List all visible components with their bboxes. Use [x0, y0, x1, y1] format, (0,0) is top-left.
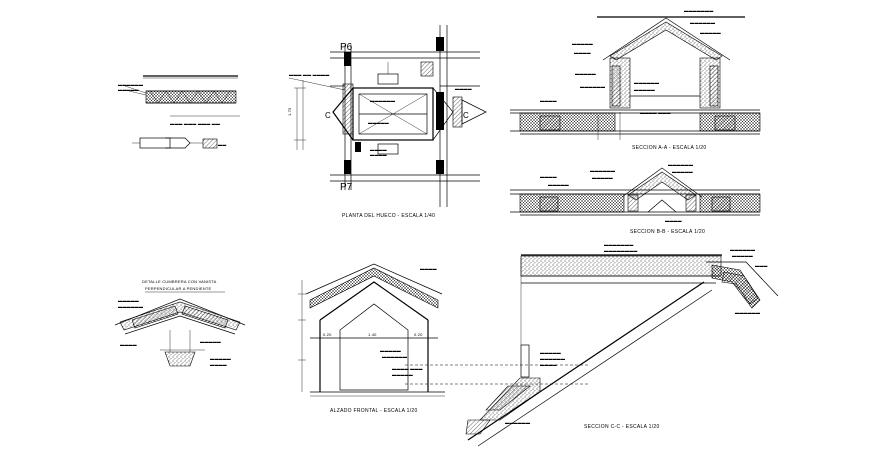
svg-text:▬▬▬▬▬: ▬▬▬▬▬: [575, 71, 596, 76]
svg-text:▬▬▬ ▬▬▬ ▬▬▬ ▬▬: ▬▬▬ ▬▬▬ ▬▬▬ ▬▬: [170, 121, 220, 126]
svg-text:▬▬▬▬▬▬: ▬▬▬▬▬▬: [730, 247, 755, 252]
svg-text:▬▬▬▬▬▬: ▬▬▬▬▬▬: [590, 168, 615, 173]
svg-text:▬▬▬▬▬▬: ▬▬▬▬▬▬: [634, 80, 659, 85]
plan-view: P6 P7 ▬▬▬ ▬▬ ▬▬▬▬ ▬▬▬▬▬▬ ▬▬▬▬▬ ▬▬▬▬ ▬▬▬▬: [287, 25, 487, 219]
svg-text:▬▬▬▬▬: ▬▬▬▬▬: [572, 41, 593, 46]
section-mark-c-left: C: [325, 111, 331, 120]
detail-title-2: PERPENDICULAR A PENDIENTE: [145, 286, 211, 291]
elevation-title: ALZADO FRONTAL - ESCALA 1/20: [330, 408, 418, 414]
svg-text:▬▬▬▬▬: ▬▬▬▬▬: [392, 372, 413, 377]
svg-text:▬▬▬▬ ▬▬▬: ▬▬▬▬ ▬▬▬: [640, 110, 671, 115]
svg-text:▬▬▬▬: ▬▬▬▬: [370, 147, 387, 152]
section-bb-title: SECCION B-B - ESCALA 1/20: [630, 229, 705, 235]
svg-text:▬▬▬▬▬: ▬▬▬▬▬: [732, 253, 753, 258]
svg-text:▬▬▬▬▬: ▬▬▬▬▬: [672, 169, 693, 174]
svg-text:▬▬▬▬: ▬▬▬▬: [665, 218, 682, 223]
section-aa: ▬▬▬▬▬ ▬▬▬▬ ▬▬▬▬▬ ▬▬▬▬▬▬ ▬▬▬▬ ▬▬▬▬▬▬ ▬▬▬▬…: [510, 8, 761, 151]
svg-text:▬▬▬▬▬▬: ▬▬▬▬▬▬: [505, 420, 530, 425]
plan-dimension: 1.75: [287, 107, 292, 116]
svg-text:▬▬▬▬: ▬▬▬▬: [210, 362, 227, 367]
svg-text:▬▬▬▬: ▬▬▬▬: [120, 342, 137, 347]
svg-text:▬▬▬▬▬: ▬▬▬▬▬: [700, 30, 721, 35]
plan-title: PLANTA DEL HUECO - ESCALA 1/40: [342, 213, 435, 219]
svg-text:▬▬: ▬▬: [218, 142, 226, 147]
svg-text:▬▬▬▬▬▬: ▬▬▬▬▬▬: [540, 356, 565, 361]
svg-text:▬▬▬▬▬▬▬▬: ▬▬▬▬▬▬▬▬: [604, 248, 638, 253]
svg-text:▬▬▬▬▬▬: ▬▬▬▬▬▬: [690, 20, 715, 25]
svg-text:▬▬▬▬▬▬: ▬▬▬▬▬▬: [668, 162, 693, 167]
svg-text:▬▬▬▬▬: ▬▬▬▬▬: [200, 339, 221, 344]
svg-text:▬▬▬▬: ▬▬▬▬: [574, 50, 591, 55]
detail-title-1: DETALLE CUMBRERA CON VANISTA: [142, 279, 217, 284]
section-cc-title: SECCION C-C - ESCALA 1/20: [584, 424, 660, 430]
section-mark-c-right: C: [463, 111, 469, 120]
svg-text:▬▬▬▬: ▬▬▬▬: [540, 362, 557, 367]
svg-text:▬▬▬▬▬: ▬▬▬▬▬: [118, 298, 139, 303]
svg-text:▬▬▬▬▬▬: ▬▬▬▬▬▬: [118, 82, 143, 87]
svg-text:▬▬▬▬: ▬▬▬▬: [370, 152, 387, 157]
elev-width-left: 0.20: [323, 332, 332, 337]
front-elevation: 0.20 1.40 0.20 ▬▬▬▬▬ ▬▬▬▬▬▬ ▬▬▬▬ ▬▬▬ ▬▬▬…: [298, 263, 520, 414]
svg-text:▬▬▬▬ ▬▬▬: ▬▬▬▬ ▬▬▬: [392, 366, 423, 371]
svg-text:▬▬▬▬▬: ▬▬▬▬▬: [592, 175, 613, 180]
svg-text:▬▬▬▬▬: ▬▬▬▬▬: [210, 356, 231, 361]
svg-text:▬▬▬▬: ▬▬▬▬: [540, 174, 557, 179]
svg-text:▬▬▬▬: ▬▬▬▬: [455, 86, 472, 91]
svg-text:▬▬▬▬▬▬: ▬▬▬▬▬▬: [370, 98, 395, 103]
grid-label-p7: P7: [340, 182, 353, 193]
svg-text:▬▬▬▬▬▬: ▬▬▬▬▬▬: [382, 354, 407, 359]
svg-text:▬▬▬▬▬▬: ▬▬▬▬▬▬: [118, 304, 143, 309]
svg-text:▬▬▬▬▬: ▬▬▬▬▬: [634, 87, 655, 92]
svg-text:▬▬▬▬: ▬▬▬▬: [420, 266, 437, 271]
svg-text:▬▬▬▬▬: ▬▬▬▬▬: [118, 87, 139, 92]
svg-text:▬▬▬▬▬: ▬▬▬▬▬: [548, 182, 569, 187]
svg-text:▬▬▬▬▬: ▬▬▬▬▬: [380, 348, 401, 353]
elev-width: 1.40: [368, 332, 377, 337]
svg-text:▬▬▬ ▬▬ ▬▬▬▬: ▬▬▬ ▬▬ ▬▬▬▬: [289, 72, 329, 77]
svg-text:▬▬▬▬▬: ▬▬▬▬▬: [540, 350, 561, 355]
svg-text:▬▬▬▬▬▬▬: ▬▬▬▬▬▬▬: [604, 242, 633, 247]
svg-text:▬▬▬▬▬: ▬▬▬▬▬: [368, 120, 389, 125]
svg-text:▬▬▬▬▬▬: ▬▬▬▬▬▬: [735, 310, 760, 315]
svg-text:▬▬▬▬▬▬: ▬▬▬▬▬▬: [580, 84, 605, 89]
elev-width-right: 0.20: [414, 332, 423, 337]
ridge-detail: DETALLE CUMBRERA CON VANISTA PERPENDICUL…: [114, 279, 246, 367]
section-aa-title: SECCION A-A - ESCALA 1/20: [632, 145, 706, 151]
truss-detail: ▬▬▬▬▬▬ ▬▬▬▬▬ ▬▬▬ ▬▬▬ ▬▬▬ ▬▬ ▬▬: [118, 75, 240, 149]
svg-text:▬▬▬: ▬▬▬: [755, 263, 768, 268]
grid-label-p6: P6: [340, 42, 353, 53]
svg-text:▬▬▬▬: ▬▬▬▬: [540, 98, 557, 103]
section-bb: ▬▬▬▬ ▬▬▬▬▬ ▬▬▬▬▬▬ ▬▬▬▬▬ ▬▬▬▬▬▬ ▬▬▬▬▬ ▬▬▬…: [510, 162, 761, 235]
svg-text:▬▬▬▬▬▬▬: ▬▬▬▬▬▬▬: [684, 8, 713, 13]
section-cc: ▬▬▬▬▬▬▬ ▬▬▬▬▬▬▬▬ ▬▬▬▬▬▬ ▬▬▬▬▬ ▬▬▬ ▬▬▬▬▬▬…: [465, 242, 779, 447]
